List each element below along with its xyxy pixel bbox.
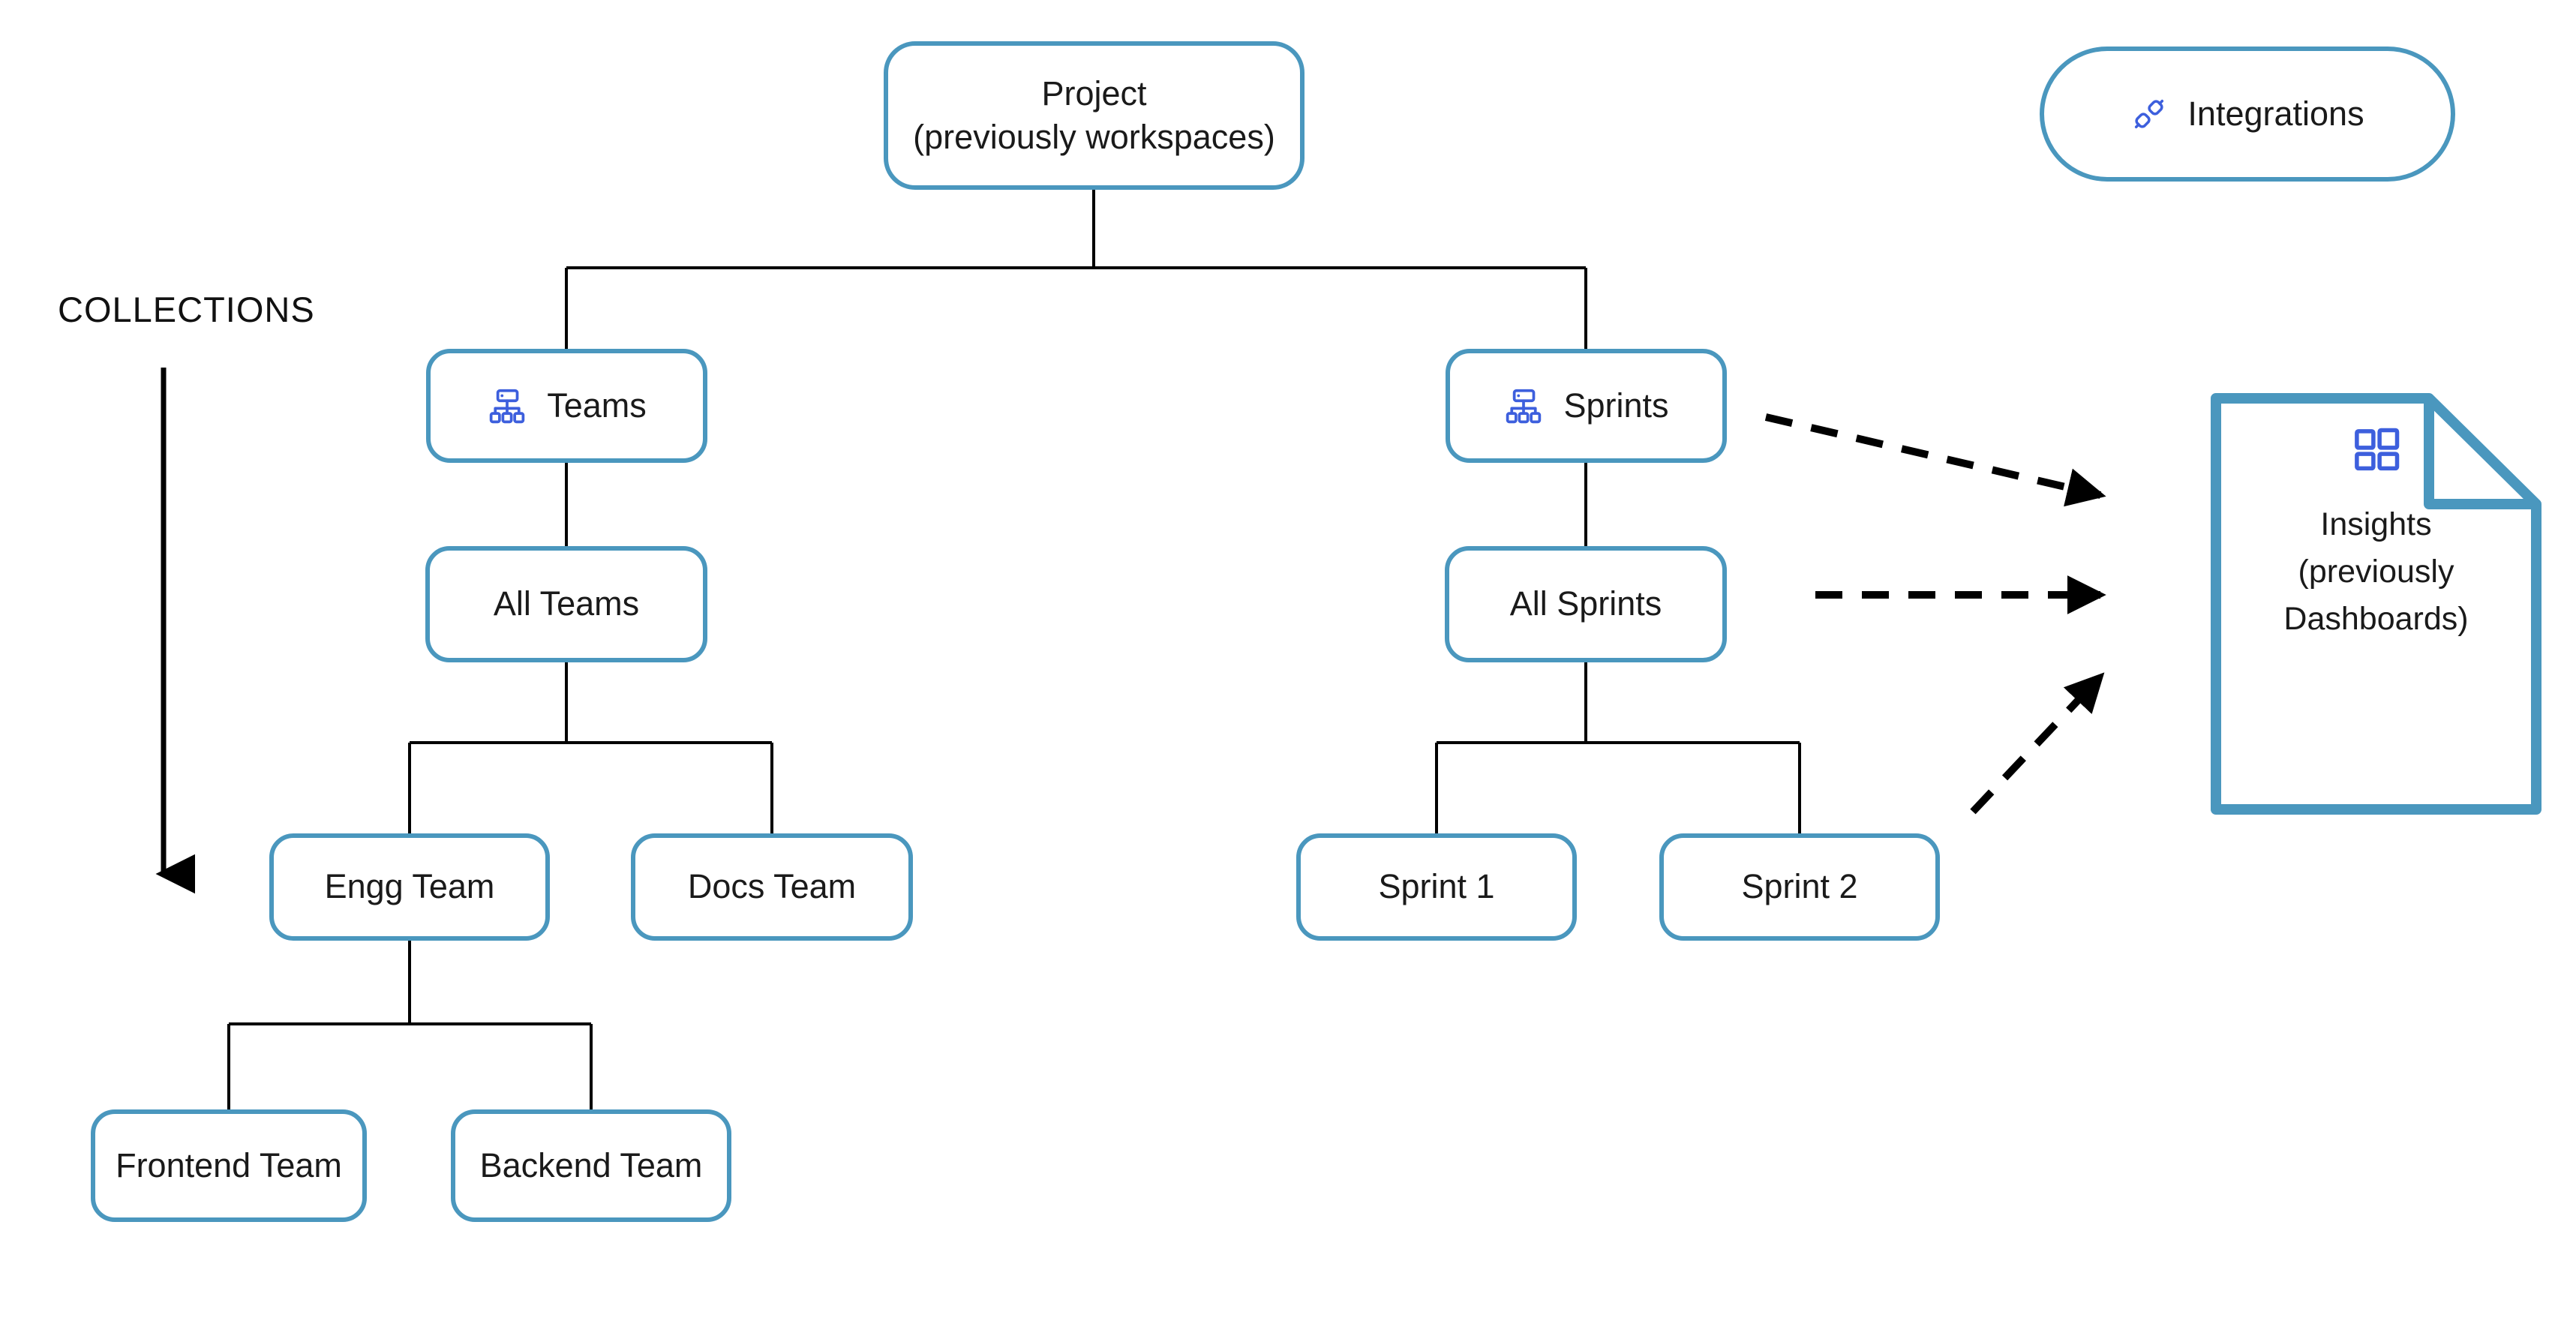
sprints-label: Sprints <box>1563 386 1669 425</box>
project-label: Project (previously workspaces) <box>913 72 1275 160</box>
insights-label-line3: Dashboards) <box>2283 601 2469 638</box>
sprints-node: Sprints <box>1446 349 1727 463</box>
engg-team-label: Engg Team <box>324 867 495 906</box>
dashboard-grid-icon <box>2354 428 2399 471</box>
tree-connectors <box>227 190 1801 1109</box>
backend-team-node: Backend Team <box>451 1109 731 1222</box>
teams-node: Teams <box>426 349 707 463</box>
docs-team-label: Docs Team <box>687 867 857 906</box>
insights-node: Insights (previously Dashboards) <box>2220 426 2532 644</box>
project-node: Project (previously workspaces) <box>884 41 1305 190</box>
plug-connection-icon <box>2135 99 2164 129</box>
engg-team-node: Engg Team <box>269 833 550 941</box>
integrations-node: Integrations <box>2040 47 2455 182</box>
sprint-1-node: Sprint 1 <box>1296 833 1577 941</box>
insights-label-line2: (previously <box>2298 554 2454 590</box>
insights-label: Insights (previously Dashboards) <box>2283 501 2468 644</box>
org-hierarchy-icon <box>1506 389 1542 424</box>
sprint-2-node: Sprint 2 <box>1659 833 1940 941</box>
teams-label: Teams <box>547 386 647 425</box>
sprint-1-label: Sprint 1 <box>1378 867 1495 906</box>
all-teams-label: All Teams <box>493 584 640 623</box>
insights-label-line1: Insights <box>2320 506 2432 542</box>
all-teams-node: All Teams <box>425 546 707 662</box>
org-hierarchy-icon <box>489 389 525 424</box>
integrations-label: Integrations <box>2187 94 2364 133</box>
sprint-2-label: Sprint 2 <box>1741 867 1858 906</box>
project-label-line1: Project <box>1041 74 1147 113</box>
all-sprints-node: All Sprints <box>1445 546 1727 662</box>
docs-team-node: Docs Team <box>631 833 913 941</box>
frontend-team-node: Frontend Team <box>91 1109 367 1222</box>
frontend-team-label: Frontend Team <box>116 1145 342 1184</box>
arrow-sprint2-to-insights <box>1970 672 2105 815</box>
all-sprints-label: All Sprints <box>1509 584 1662 623</box>
collections-label: COLLECTIONS <box>58 290 315 329</box>
backend-team-label: Backend Team <box>479 1145 703 1184</box>
arrow-sprints-to-insights <box>1764 413 2106 507</box>
insights-document-shape <box>2211 393 2541 815</box>
project-label-line2: (previously workspaces) <box>913 118 1275 156</box>
